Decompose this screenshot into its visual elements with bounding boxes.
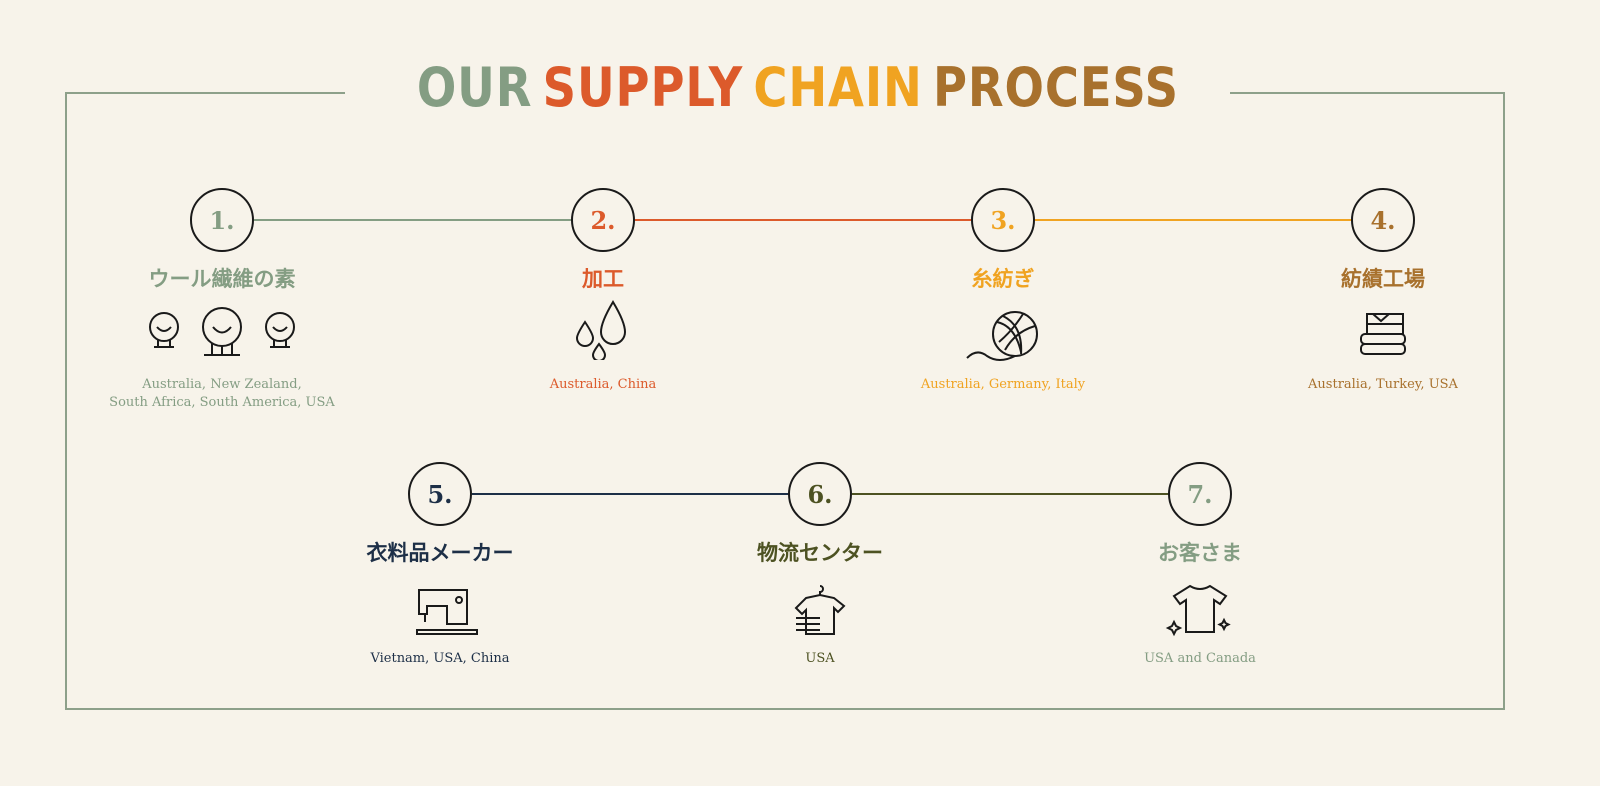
step-1-label: ウール繊維の素	[148, 267, 296, 291]
step-3-label: 糸紡ぎ	[971, 267, 1035, 291]
connector-2-3	[635, 219, 971, 221]
title-word-supply: SUPPLY	[542, 56, 744, 119]
sheep-icon	[149, 307, 295, 356]
sparkling-shirt-icon	[1165, 584, 1231, 637]
connector-6-7	[852, 493, 1170, 495]
step-7-label: お客さま	[1158, 541, 1242, 565]
title-background	[345, 60, 1230, 130]
water-drops-icon	[575, 300, 627, 360]
title-word-process: PROCESS	[933, 56, 1179, 119]
title-word-chain: CHAIN	[753, 56, 923, 119]
step-2-countries: Australia, China	[549, 377, 657, 392]
connector-3-4	[1035, 219, 1352, 221]
step-7-number: 7.	[1168, 462, 1232, 526]
step-5-countries: Vietnam, USA, China	[370, 651, 510, 666]
step-3-countries: Australia, Germany, Italy	[920, 377, 1086, 392]
step-4-label: 紡績工場	[1341, 267, 1425, 291]
connector-5-6	[472, 493, 790, 495]
step-1-countries-line-2: South Africa, South America, USA	[109, 395, 335, 410]
shirt-hanger-icon	[794, 585, 846, 635]
step-6-countries: USA	[805, 651, 835, 666]
step-1-number: 1.	[190, 188, 254, 252]
connector-1-2	[254, 219, 572, 221]
step-5-label: 衣料品メーカー	[366, 541, 514, 565]
step-7-countries: USA and Canada	[1144, 651, 1256, 666]
step-5-number: 5.	[408, 462, 472, 526]
step-3-number: 3.	[971, 188, 1035, 252]
yarn-ball-icon	[966, 311, 1038, 361]
folded-fabric-icon	[1360, 313, 1406, 355]
step-6-label: 物流センター	[757, 541, 883, 565]
step-2-label: 加工	[582, 267, 624, 291]
step-1-countries-line-1: Australia, New Zealand,	[142, 377, 302, 392]
step-6-number: 6.	[788, 462, 852, 526]
step-4-number: 4.	[1351, 188, 1415, 252]
step-2-number: 2.	[571, 188, 635, 252]
step-4-countries: Australia, Turkey, USA	[1308, 377, 1458, 392]
sewing-machine-icon	[416, 589, 478, 635]
title-word-our: OUR	[416, 56, 533, 119]
step-1-countries: Australia, New Zealand, South Africa, Sou…	[72, 376, 372, 412]
